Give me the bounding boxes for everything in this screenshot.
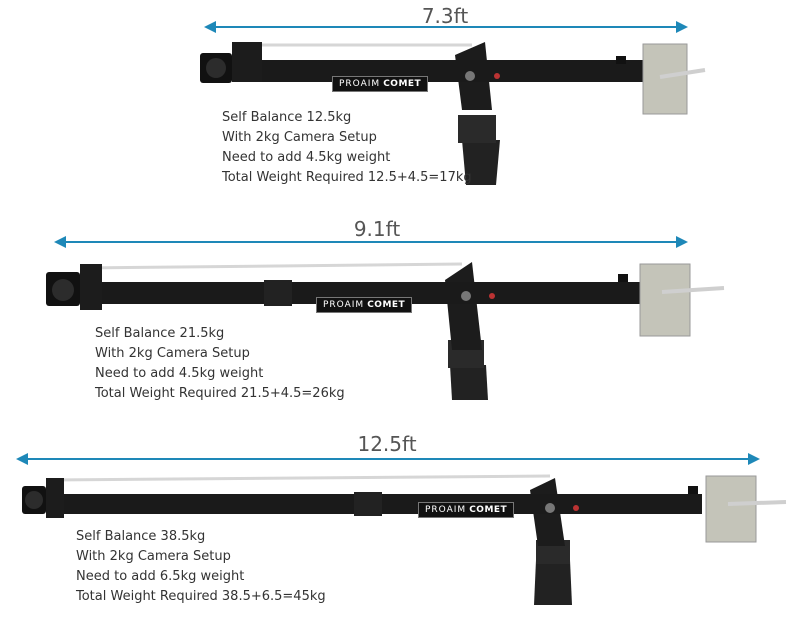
length-label: 9.1ft — [353, 217, 401, 241]
balance-notes: Self Balance 38.5kg With 2kg Camera Setu… — [76, 527, 326, 607]
dimension-arrow — [204, 21, 688, 33]
total-weight-text: Total Weight Required 21.5+4.5=26kg — [95, 386, 345, 401]
length-label: 7.3ft — [421, 4, 469, 28]
balance-notes: Self Balance 21.5kg With 2kg Camera Setu… — [95, 324, 345, 404]
self-balance-text: Self Balance 12.5kg — [222, 110, 352, 125]
dimension-arrow — [16, 453, 760, 465]
camera-setup-text: With 2kg Camera Setup — [76, 549, 231, 564]
camera-setup-text: With 2kg Camera Setup — [222, 130, 377, 145]
camera-setup-text: With 2kg Camera Setup — [95, 346, 250, 361]
balance-notes: Self Balance 12.5kg With 2kg Camera Setu… — [222, 108, 472, 188]
jib-arm-image — [46, 262, 725, 400]
dimension-arrow — [54, 236, 688, 248]
self-balance-text: Self Balance 38.5kg — [76, 529, 206, 544]
add-weight-text: Need to add 4.5kg weight — [222, 150, 391, 165]
jib-arm-image — [22, 474, 787, 605]
add-weight-text: Need to add 4.5kg weight — [95, 366, 264, 381]
self-balance-text: Self Balance 21.5kg — [95, 326, 225, 341]
length-label: 12.5ft — [357, 432, 417, 456]
total-weight-text: Total Weight Required 12.5+4.5=17kg — [222, 170, 472, 185]
add-weight-text: Need to add 6.5kg weight — [76, 569, 245, 584]
total-weight-text: Total Weight Required 38.5+6.5=45kg — [76, 589, 326, 604]
